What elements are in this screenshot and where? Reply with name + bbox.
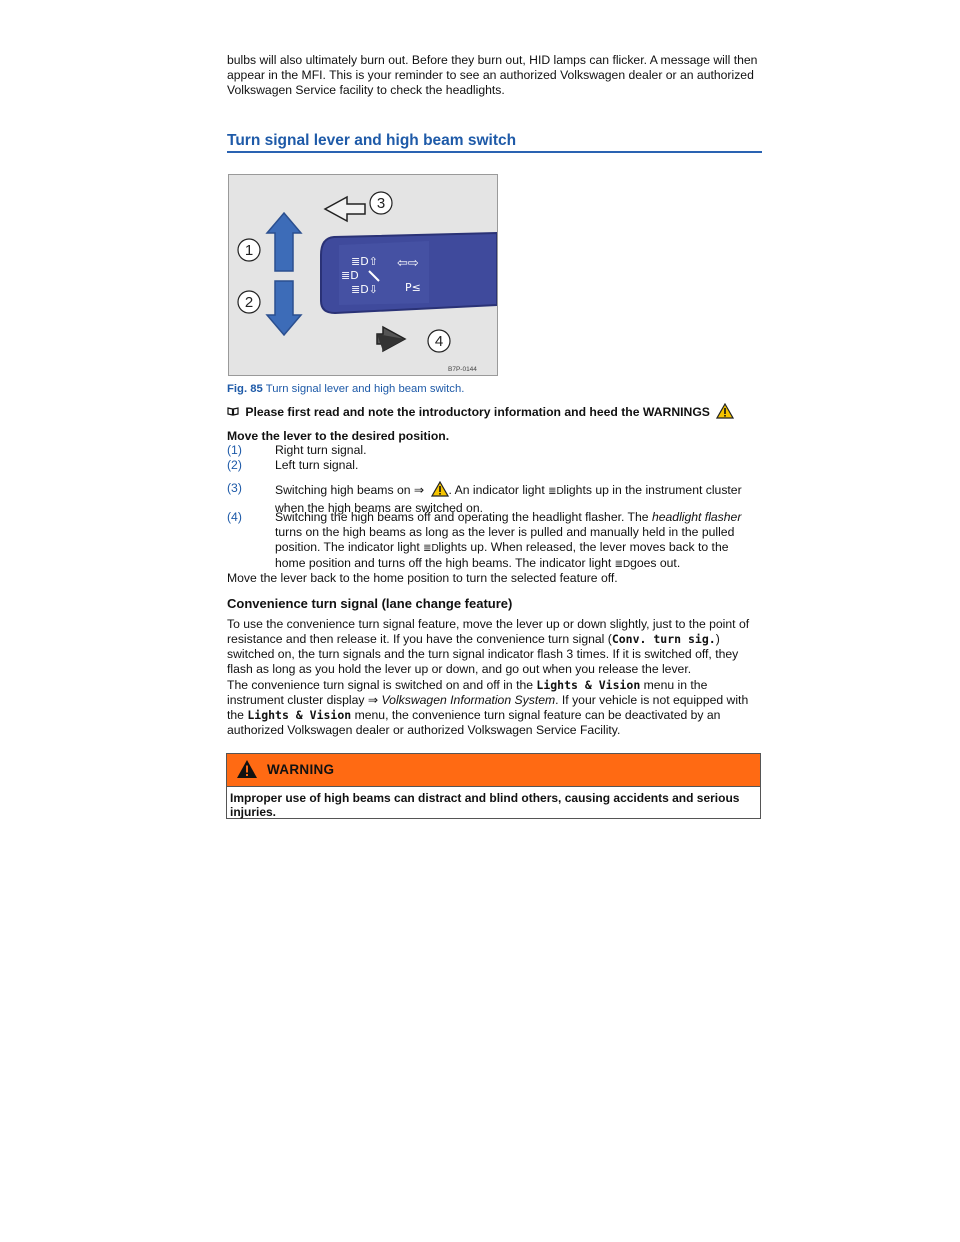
warning-triangle-icon[interactable]	[716, 402, 735, 423]
item-text: Right turn signal.	[275, 443, 367, 457]
figure-code: B7P-0144	[448, 366, 477, 373]
lever-symbol-parking: P≤	[405, 281, 421, 294]
subsection-title: Convenience turn signal (lane change fea…	[227, 596, 513, 611]
figure-caption: Fig. 85 Turn signal lever and high beam …	[227, 382, 464, 397]
list-item: (4) Switching the high beams off and ope…	[227, 510, 762, 572]
warning-triangle-icon	[236, 759, 258, 783]
link-volkswagen-information-system[interactable]: Volkswagen Information System	[381, 693, 556, 707]
list-item: (1) Right turn signal.	[227, 443, 762, 458]
callout-2: 2	[245, 294, 253, 311]
item-text: Left turn signal.	[275, 458, 359, 472]
lever-illustration: 1 2 3 4 ≣D⇧ ⇦⇨ ≣D ≣D⇩ P≤ B7P-0144	[229, 175, 497, 375]
down-arrow-icon	[265, 280, 303, 337]
warning-text: Improper use of high beams can distract …	[230, 791, 740, 819]
list-item: (3) Switching high beams on ⇒ . An indic…	[227, 480, 762, 516]
push-arrow-icon	[323, 195, 366, 223]
lever-symbol-high-beam: ≣D	[341, 269, 359, 282]
item-number: (3)	[227, 481, 242, 495]
high-beam-indicator-icon: ≣D	[548, 486, 564, 497]
warning-triangle-icon[interactable]	[430, 480, 449, 501]
figure-caption-label: Fig. 85	[227, 383, 263, 395]
lever-symbol-turn-arrows: ⇦⇨	[397, 256, 419, 271]
callout-3: 3	[377, 195, 385, 212]
lead-instruction: Move the lever to the desired position.	[227, 429, 450, 443]
lever-symbol-low-beam: ≣D⇩	[351, 283, 378, 296]
figure-turn-signal-lever: 1 2 3 4 ≣D⇧ ⇦⇨ ≣D ≣D⇩ P≤ B7P-0144	[228, 174, 498, 376]
item-number: (4)	[227, 510, 242, 524]
warning-header: WARNING	[227, 754, 760, 787]
lever-symbol-headlight-flash: ≣D⇧	[351, 255, 378, 268]
item-text: Switching high beams on ⇒ . An indicator…	[275, 480, 742, 515]
read-note-text: Please first read and note the introduct…	[245, 405, 710, 419]
high-beam-indicator-icon: ≣D	[423, 543, 439, 554]
list-item: (2) Left turn signal.	[227, 458, 762, 473]
warning-label: WARNING	[267, 762, 335, 777]
book-icon	[227, 405, 239, 420]
intro-paragraph: bulbs will also ultimately burn out. Bef…	[227, 53, 758, 97]
callout-4: 4	[435, 333, 443, 350]
up-arrow-icon	[265, 211, 303, 272]
item-number: (2)	[227, 458, 242, 472]
menu-lights-vision: Lights & Vision	[536, 678, 641, 692]
convenience-paragraph-2: The convenience turn signal is switched …	[227, 678, 749, 737]
warning-box: WARNING Improper use of high beams can d…	[226, 753, 761, 819]
after-list-text: Move the lever back to the home position…	[227, 571, 618, 585]
menu-lights-vision: Lights & Vision	[247, 708, 352, 722]
menu-item-conv-turn-sig: Conv. turn sig.	[611, 632, 716, 646]
figure-caption-text: Turn signal lever and high beam switch.	[265, 383, 465, 395]
item-text: Switching the high beams off and operati…	[275, 510, 742, 570]
item-number: (1)	[227, 443, 242, 457]
section-title: Turn signal lever and high beam switch	[227, 131, 762, 153]
high-beam-indicator-icon: ≣D	[614, 559, 631, 570]
convenience-paragraph-1: To use the convenience turn signal featu…	[227, 617, 750, 676]
read-note: Please first read and note the introduct…	[227, 402, 767, 423]
callout-1: 1	[245, 242, 253, 259]
